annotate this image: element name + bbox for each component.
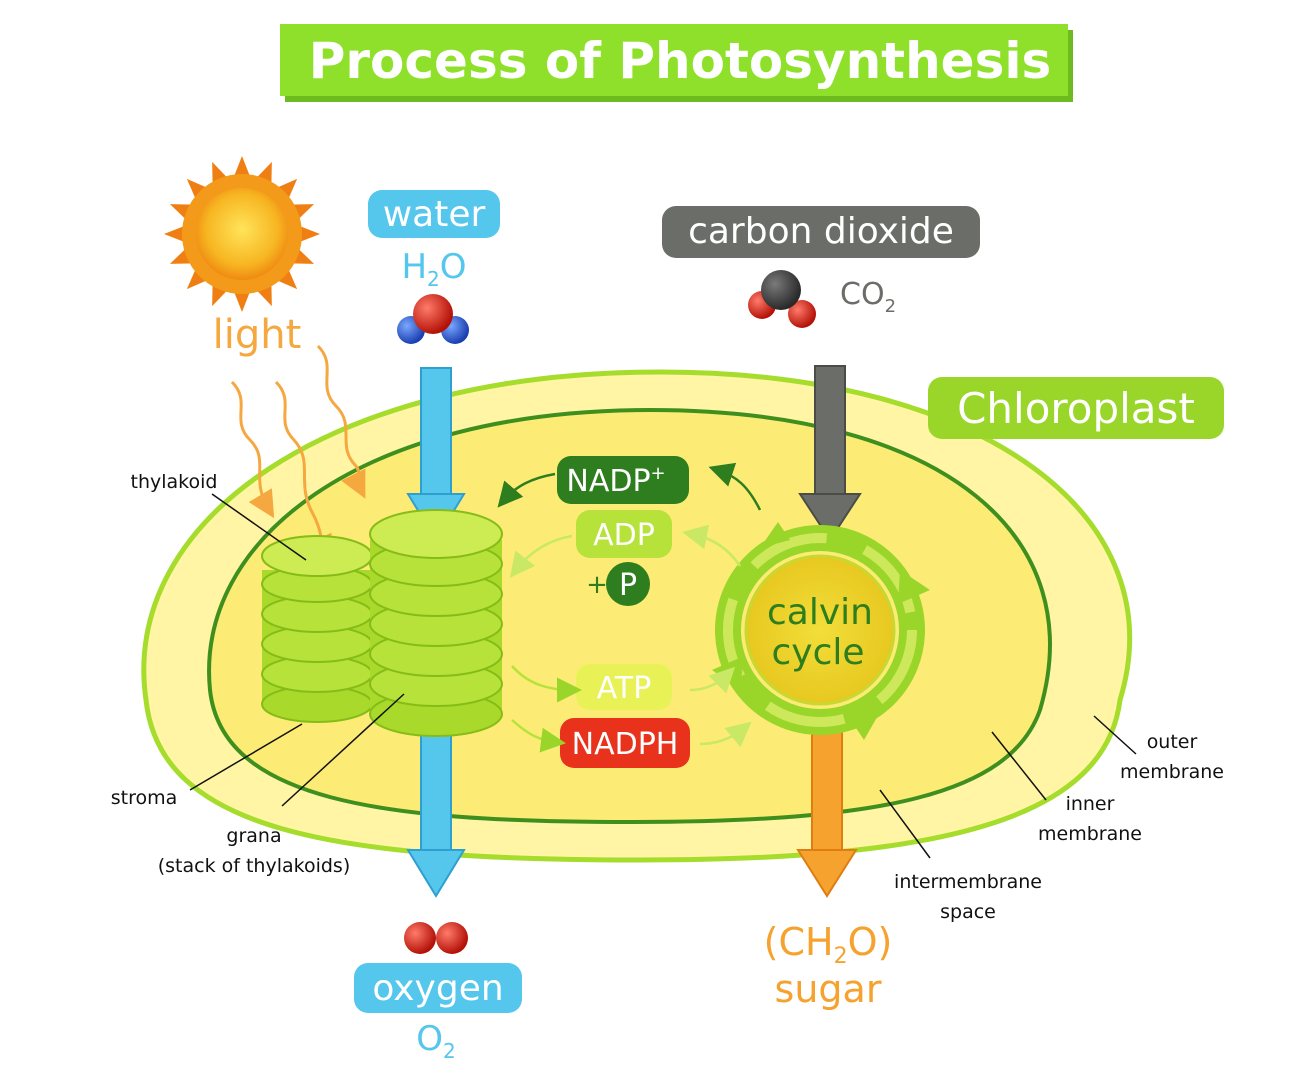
stroma-label: stroma bbox=[111, 787, 178, 809]
phosphate-badge: P bbox=[606, 562, 650, 606]
plus-sign: + bbox=[586, 570, 608, 600]
svg-text:ATP: ATP bbox=[597, 671, 652, 706]
svg-text:P: P bbox=[619, 568, 637, 603]
light-rays bbox=[230, 344, 366, 563]
atp-badge: ATP bbox=[576, 664, 672, 710]
grana-sublabel: (stack of thylakoids) bbox=[158, 855, 351, 877]
svg-text:ADP: ADP bbox=[593, 518, 655, 553]
intermembrane-label: intermembrane bbox=[894, 871, 1042, 893]
light-label: light bbox=[213, 312, 302, 358]
svg-text:NADPH: NADPH bbox=[572, 727, 679, 762]
inner-membrane-label: inner bbox=[1066, 793, 1115, 815]
grana-label: grana bbox=[226, 825, 281, 847]
water-molecule-icon bbox=[397, 294, 469, 344]
svg-text:cycle: cycle bbox=[771, 632, 864, 673]
co2-molecule-icon bbox=[748, 270, 816, 328]
flow-arrows bbox=[497, 462, 762, 753]
sugar-formula: (CH2O) bbox=[764, 920, 893, 969]
granum-right bbox=[369, 509, 503, 737]
svg-text:NADP+: NADP+ bbox=[566, 463, 665, 499]
svg-text:Chloroplast: Chloroplast bbox=[957, 384, 1195, 433]
nadph-badge: NADPH bbox=[560, 718, 690, 768]
co2-arrow bbox=[798, 365, 862, 542]
outer-membrane-sublabel: membrane bbox=[1120, 761, 1224, 783]
granum-left bbox=[261, 535, 373, 723]
title-banner: Process of Photosynthesis bbox=[280, 24, 1073, 102]
calvin-cycle: calvin cycle bbox=[712, 522, 930, 740]
water-label: water bbox=[368, 190, 500, 238]
sugar-arrow bbox=[796, 719, 858, 898]
nadp-badge: NADP+ bbox=[557, 456, 689, 504]
co2-formula: CO2 bbox=[840, 277, 896, 317]
chloroplast-label: Chloroplast bbox=[928, 377, 1224, 439]
page-title: Process of Photosynthesis bbox=[309, 32, 1052, 90]
oxygen-molecule-icon bbox=[404, 922, 468, 954]
outer-membrane-label: outer bbox=[1147, 731, 1198, 753]
sun-icon bbox=[164, 156, 320, 312]
water-formula: H2O bbox=[401, 247, 466, 291]
co2-label: carbon dioxide bbox=[662, 206, 980, 258]
svg-text:carbon dioxide: carbon dioxide bbox=[688, 211, 954, 252]
sugar-label: sugar bbox=[775, 967, 882, 1011]
callout-lines bbox=[189, 493, 1137, 859]
oxygen-formula: O2 bbox=[416, 1019, 456, 1063]
svg-text:water: water bbox=[383, 194, 486, 235]
inner-membrane-sublabel: membrane bbox=[1038, 823, 1142, 845]
thylakoid-label: thylakoid bbox=[131, 471, 218, 493]
adp-badge: ADP bbox=[576, 510, 672, 558]
svg-text:calvin: calvin bbox=[767, 592, 873, 633]
svg-text:oxygen: oxygen bbox=[372, 968, 503, 1009]
intermembrane-sublabel: space bbox=[940, 901, 996, 923]
oxygen-label: oxygen bbox=[354, 963, 522, 1013]
